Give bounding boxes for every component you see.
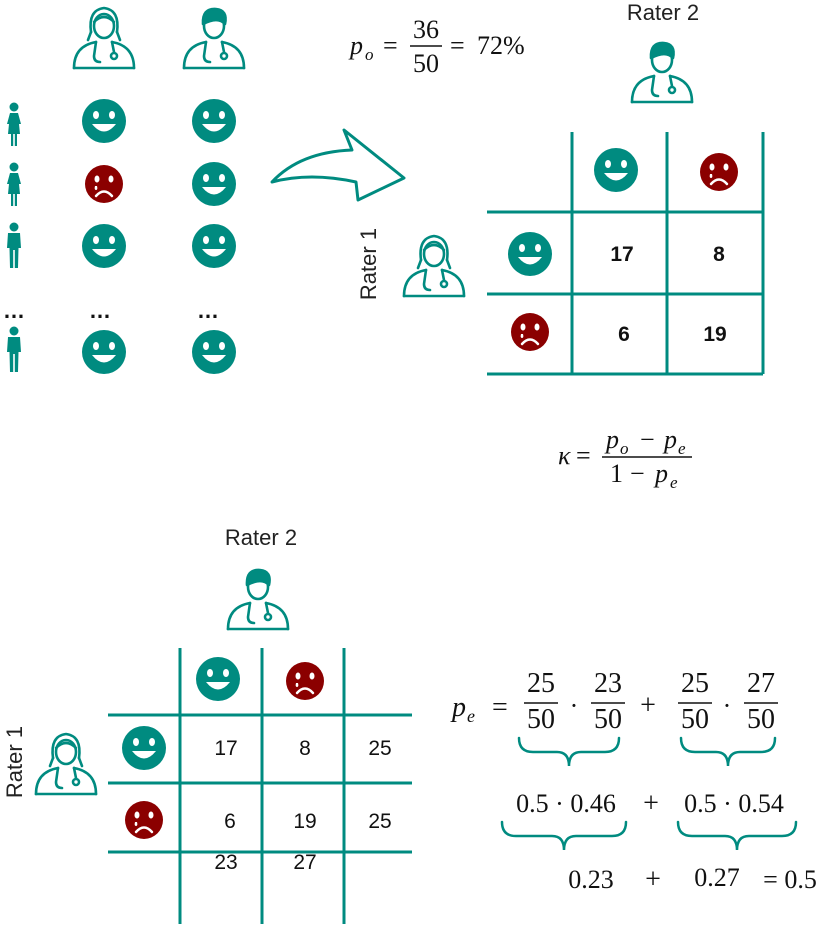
svg-text:p: p <box>653 459 668 488</box>
svg-text:=: = <box>576 441 591 470</box>
happy-face-icon <box>508 232 552 276</box>
col-total: 23 <box>214 851 237 874</box>
svg-text:1: 1 <box>610 459 623 488</box>
svg-text:0.5 · 0.46: 0.5 · 0.46 <box>516 789 616 818</box>
happy-face-icon <box>192 224 236 268</box>
svg-text:κ: κ <box>558 441 571 470</box>
sad-face-icon <box>83 163 125 205</box>
table-cell: 8 <box>299 737 311 760</box>
happy-face-icon <box>192 162 236 206</box>
sad-face-icon <box>698 151 740 193</box>
svg-text:25: 25 <box>527 668 555 699</box>
male-person-icon <box>7 326 21 372</box>
rater2-label: Rater 2 <box>225 525 297 550</box>
svg-text:·: · <box>570 691 579 720</box>
table-cell: 6 <box>618 323 630 346</box>
svg-text:o: o <box>365 45 374 64</box>
svg-text:0.27: 0.27 <box>694 863 740 892</box>
svg-text:+: + <box>645 864 661 895</box>
svg-text:=: = <box>383 31 398 60</box>
svg-text:·: · <box>723 691 732 720</box>
happy-face-icon <box>196 657 240 701</box>
table-cell: 17 <box>610 243 633 266</box>
svg-text:50: 50 <box>413 49 439 78</box>
svg-text:25: 25 <box>681 668 709 699</box>
svg-text:o: o <box>620 439 629 458</box>
svg-text:−: − <box>640 425 655 454</box>
doctor-male-icon <box>630 41 694 104</box>
sad-face-icon <box>123 799 165 841</box>
bottom-contingency-table: Rater 2 Rater 1 17 8 25 6 19 25 23 27 <box>2 525 412 924</box>
svg-text:50: 50 <box>527 704 555 735</box>
svg-text:e: e <box>670 473 678 492</box>
table-cell: 17 <box>214 737 237 760</box>
svg-text:= 0.5: = 0.5 <box>763 865 817 894</box>
row-total: 25 <box>368 737 391 760</box>
svg-text:50: 50 <box>594 704 622 735</box>
rater1-label: Rater 1 <box>356 228 381 300</box>
ellipsis: … <box>197 298 219 323</box>
happy-face-icon <box>82 99 126 143</box>
female-person-icon <box>7 102 21 146</box>
svg-text:+: + <box>643 788 659 819</box>
table-cell: 19 <box>703 323 726 346</box>
table-cell: 8 <box>713 243 725 266</box>
svg-text:23: 23 <box>594 668 622 699</box>
svg-text:50: 50 <box>747 704 775 735</box>
doctor-female-icon <box>34 732 98 796</box>
top-contingency-table: Rater 2 Rater 1 17 8 6 19 <box>356 0 765 376</box>
svg-text:e: e <box>678 439 686 458</box>
svg-text:=: = <box>450 31 465 60</box>
left-panel: … … … <box>3 6 246 374</box>
svg-text:+: + <box>640 690 656 721</box>
happy-face-icon <box>82 224 126 268</box>
svg-text:50: 50 <box>681 704 709 735</box>
kappa-formula: κ = p o − p e 1 − p e <box>558 425 692 492</box>
svg-text:p: p <box>662 425 677 454</box>
row-total: 25 <box>368 810 391 833</box>
happy-face-icon <box>122 726 166 770</box>
sad-face-icon <box>284 660 326 702</box>
rater2-label: Rater 2 <box>627 0 699 25</box>
po-formula: p o = 36 50 = 72% <box>348 15 525 78</box>
happy-face-icon <box>82 330 126 374</box>
happy-face-icon <box>192 99 236 143</box>
female-person-icon <box>7 162 21 206</box>
svg-text:p: p <box>604 425 619 454</box>
doctor-male-icon <box>226 568 290 631</box>
svg-text:0.23: 0.23 <box>568 865 614 894</box>
rater1-doctor-icon <box>72 6 136 70</box>
ellipsis: … <box>89 298 111 323</box>
pe-formula: p e = 25 50 · 23 50 + 25 50 · 27 50 0.5 … <box>450 668 817 895</box>
table-cell: 6 <box>224 810 236 833</box>
svg-text:p: p <box>450 692 466 723</box>
happy-face-icon <box>192 330 236 374</box>
col-total: 27 <box>293 851 316 874</box>
ellipsis: … <box>3 298 25 323</box>
svg-text:0.5 · 0.54: 0.5 · 0.54 <box>684 789 784 818</box>
happy-face-icon <box>594 148 638 192</box>
svg-text:e: e <box>467 706 475 726</box>
svg-text:72%: 72% <box>477 31 525 60</box>
table-cell: 19 <box>293 810 316 833</box>
svg-text:−: − <box>630 459 645 488</box>
rater2-doctor-icon <box>182 7 246 70</box>
svg-text:27: 27 <box>747 668 775 699</box>
curved-arrow-icon <box>270 128 406 202</box>
sad-face-icon <box>509 311 551 353</box>
svg-text:=: = <box>492 692 508 723</box>
svg-text:p: p <box>348 31 363 60</box>
svg-text:36: 36 <box>413 15 439 44</box>
male-person-icon <box>7 222 21 268</box>
rater1-label: Rater 1 <box>2 726 27 798</box>
doctor-female-icon <box>402 234 466 298</box>
